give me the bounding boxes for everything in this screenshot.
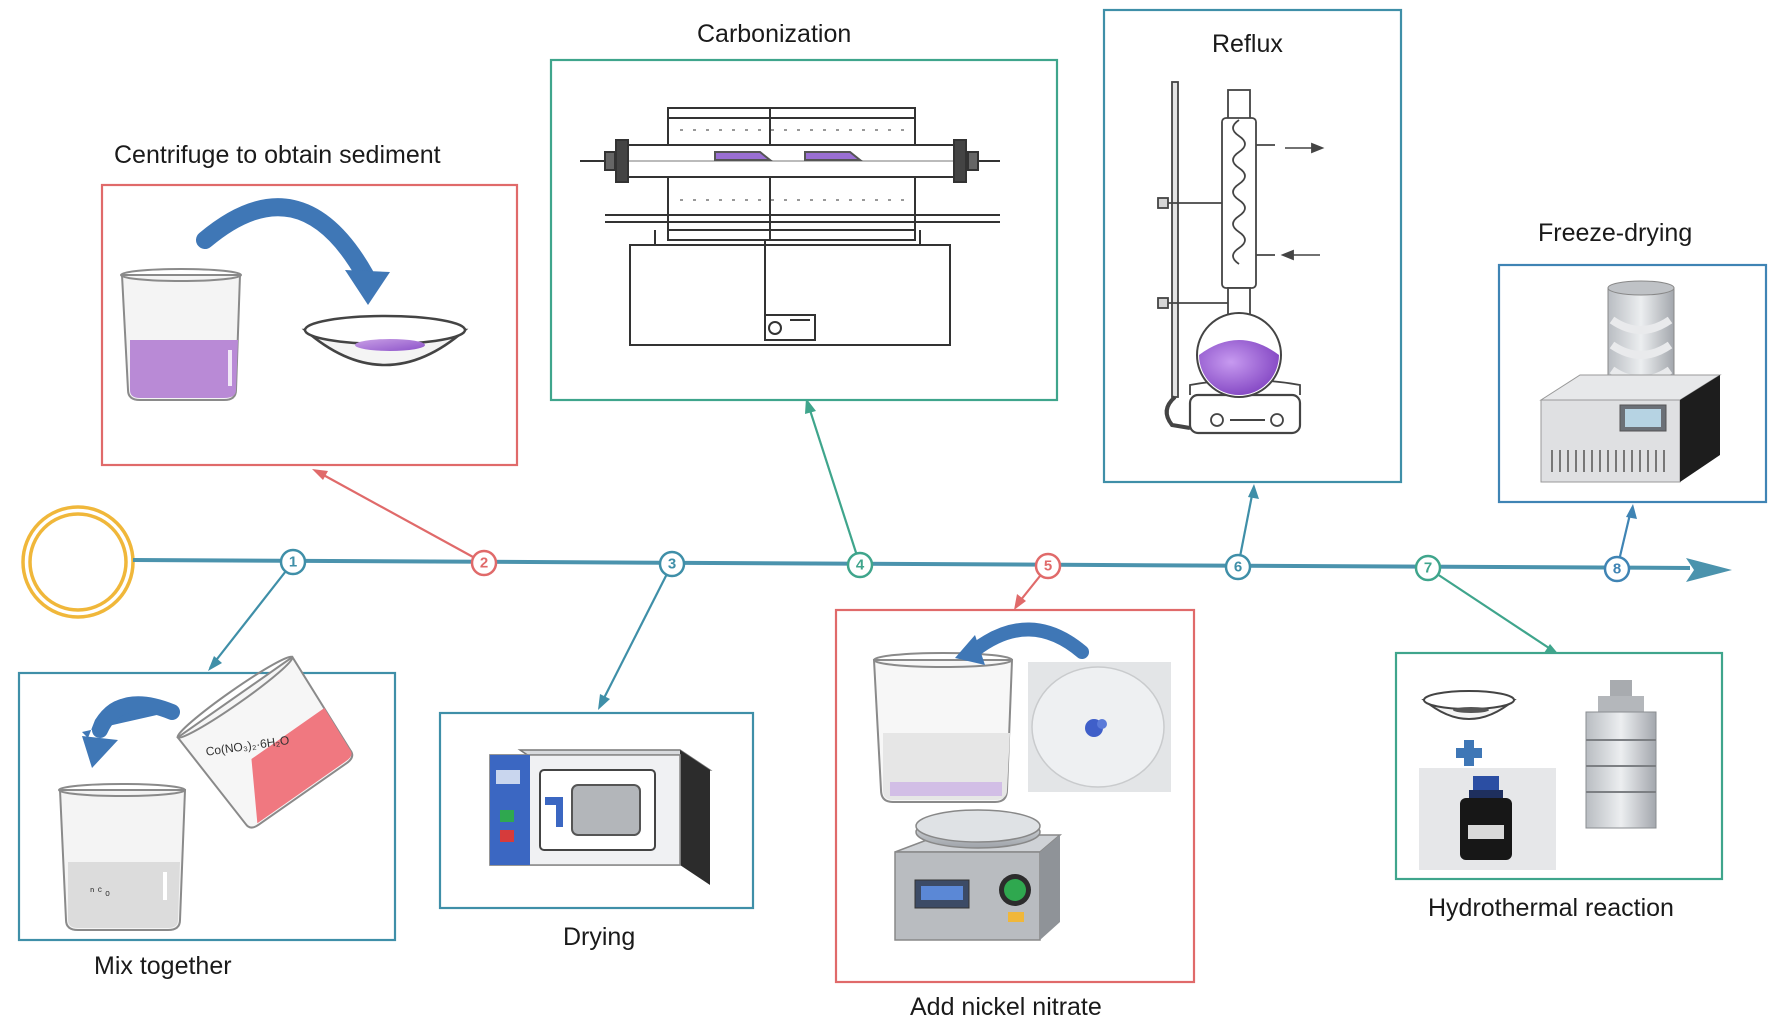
drying-oven-icon <box>489 749 713 885</box>
step-4-panel: Carbonization <box>549 20 1059 402</box>
connector-7 <box>1427 567 1556 653</box>
step-marker-4: 4 <box>846 551 874 579</box>
autoclave-icon <box>1419 680 1657 870</box>
step-marker-1: 1 <box>279 548 307 576</box>
step-number-2: 2 <box>480 555 488 572</box>
step-5-panel: Add nickel nitrate <box>834 608 1196 1021</box>
step-number-4: 4 <box>856 557 865 574</box>
arrowhead-5 <box>1014 594 1026 610</box>
arrowhead-4 <box>805 398 816 414</box>
arrowhead-2 <box>312 469 328 480</box>
freeze-dryer-icon <box>1539 280 1722 483</box>
step-1-panel: ⁿ ᶜ ₒ Co(NO₃)₂·6H₂O Mix together <box>17 655 397 980</box>
timeline <box>21 505 1732 619</box>
svg-text:ⁿ ᶜ ₒ: ⁿ ᶜ ₒ <box>90 884 110 898</box>
step-1-label: Mix together <box>94 952 232 980</box>
start-ring-inner-icon <box>28 512 128 612</box>
arrowhead-1 <box>208 656 222 671</box>
tube-furnace-icon <box>580 107 1000 346</box>
step-6-label: Reflux <box>1212 30 1283 58</box>
connector-3 <box>599 563 673 707</box>
beaker-pouring-icon: ⁿ ᶜ ₒ Co(NO₃)₂·6H₂O <box>58 655 354 931</box>
step-3-label: Drying <box>563 923 635 951</box>
step-5-label: Add nickel nitrate <box>910 993 1102 1021</box>
step-8-panel: Freeze-drying <box>1497 219 1768 504</box>
arrowhead-3 <box>598 694 610 710</box>
step-marker-3: 3 <box>658 550 686 578</box>
timeline-line <box>133 558 1690 570</box>
step-marker-8: 8 <box>1603 555 1631 583</box>
arrowhead-icon <box>1686 558 1732 582</box>
step-7-label: Hydrothermal reaction <box>1428 894 1674 922</box>
step-3-panel: Drying <box>438 711 755 951</box>
beaker-to-dish-icon <box>120 198 469 401</box>
step-number-3: 3 <box>668 556 676 573</box>
step-7-panel: Hydrothermal reaction <box>1394 651 1724 922</box>
step-markers: 1 2 3 4 5 6 7 8 <box>279 548 1631 583</box>
reflux-condenser-icon <box>1157 81 1325 435</box>
connector-2 <box>317 471 485 564</box>
step-number-6: 6 <box>1234 559 1242 576</box>
step-2-panel: Centrifuge to obtain sediment <box>100 141 519 467</box>
step-number-5: 5 <box>1044 558 1052 575</box>
step-marker-6: 6 <box>1224 553 1252 581</box>
magnetic-stirrer-icon <box>872 622 1171 941</box>
step-number-7: 7 <box>1424 560 1432 577</box>
step-marker-2: 2 <box>470 549 498 577</box>
step-number-8: 8 <box>1613 561 1621 578</box>
arrowhead-6 <box>1248 484 1259 499</box>
connector-4 <box>806 403 862 566</box>
step-marker-7: 7 <box>1414 554 1442 582</box>
step-2-label: Centrifuge to obtain sediment <box>114 141 441 169</box>
step-8-label: Freeze-drying <box>1538 219 1692 247</box>
arrowhead-8 <box>1626 504 1637 519</box>
connector-1 <box>209 561 294 669</box>
step-6-panel: Reflux <box>1102 8 1403 484</box>
step-number-1: 1 <box>289 554 297 571</box>
step-4-label: Carbonization <box>697 20 851 48</box>
start-ring-icon <box>21 505 135 619</box>
step-marker-5: 5 <box>1034 552 1062 580</box>
